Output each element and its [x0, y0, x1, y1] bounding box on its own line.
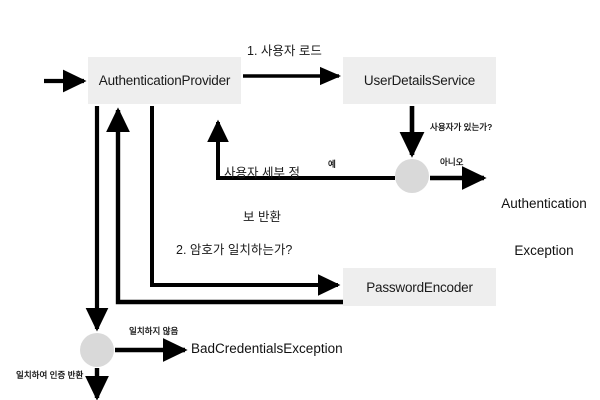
user-exists-decision [395, 159, 429, 193]
edge-label-no: 아니오 [440, 157, 464, 167]
node-password-encoder[interactable]: PasswordEncoder [343, 268, 496, 306]
edge-label-not-matched: 일치하지 않음 [129, 326, 179, 336]
edge-encoder-result [106, 107, 343, 305]
edge-label-password-matches: 2. 암호가 일치하는가? [176, 243, 293, 257]
node-authentication-provider[interactable]: AuthenticationProvider [88, 57, 241, 104]
edge-label-matched-return-auth: 일치하여 인증 반환 [16, 370, 84, 380]
password-match-decision [80, 333, 114, 367]
node-password-encoder-label: PasswordEncoder [366, 279, 473, 295]
edge-password-matches [150, 106, 341, 296]
terminal-authentication-exception-line2: Exception [514, 242, 574, 258]
edge-label-user-exists: 사용자가 있는가? [430, 122, 493, 132]
node-user-details-service[interactable]: UserDetailsService [343, 57, 496, 104]
edge-label-return-user-details-line2: 보 반환 [243, 209, 281, 224]
edge-return-user-details [207, 119, 395, 180]
edge-label-return-user-details: 사용자 세부 정 보 반환 [203, 136, 321, 254]
terminal-authentication-exception: Authentication Exception [490, 165, 598, 289]
node-user-details-service-label: UserDetailsService [363, 73, 476, 88]
terminal-bad-credentials-exception: BadCredentialsException [191, 341, 343, 356]
edge-label-return-user-details-line1: 사용자 세부 정 [224, 165, 300, 180]
terminal-authentication-exception-line1: Authentication [501, 196, 587, 212]
edge-label-yes: 예 [328, 159, 336, 169]
edge-label-load-user: 1. 사용자 로드 [247, 44, 322, 58]
node-authentication-provider-label: AuthenticationProvider [98, 73, 231, 88]
